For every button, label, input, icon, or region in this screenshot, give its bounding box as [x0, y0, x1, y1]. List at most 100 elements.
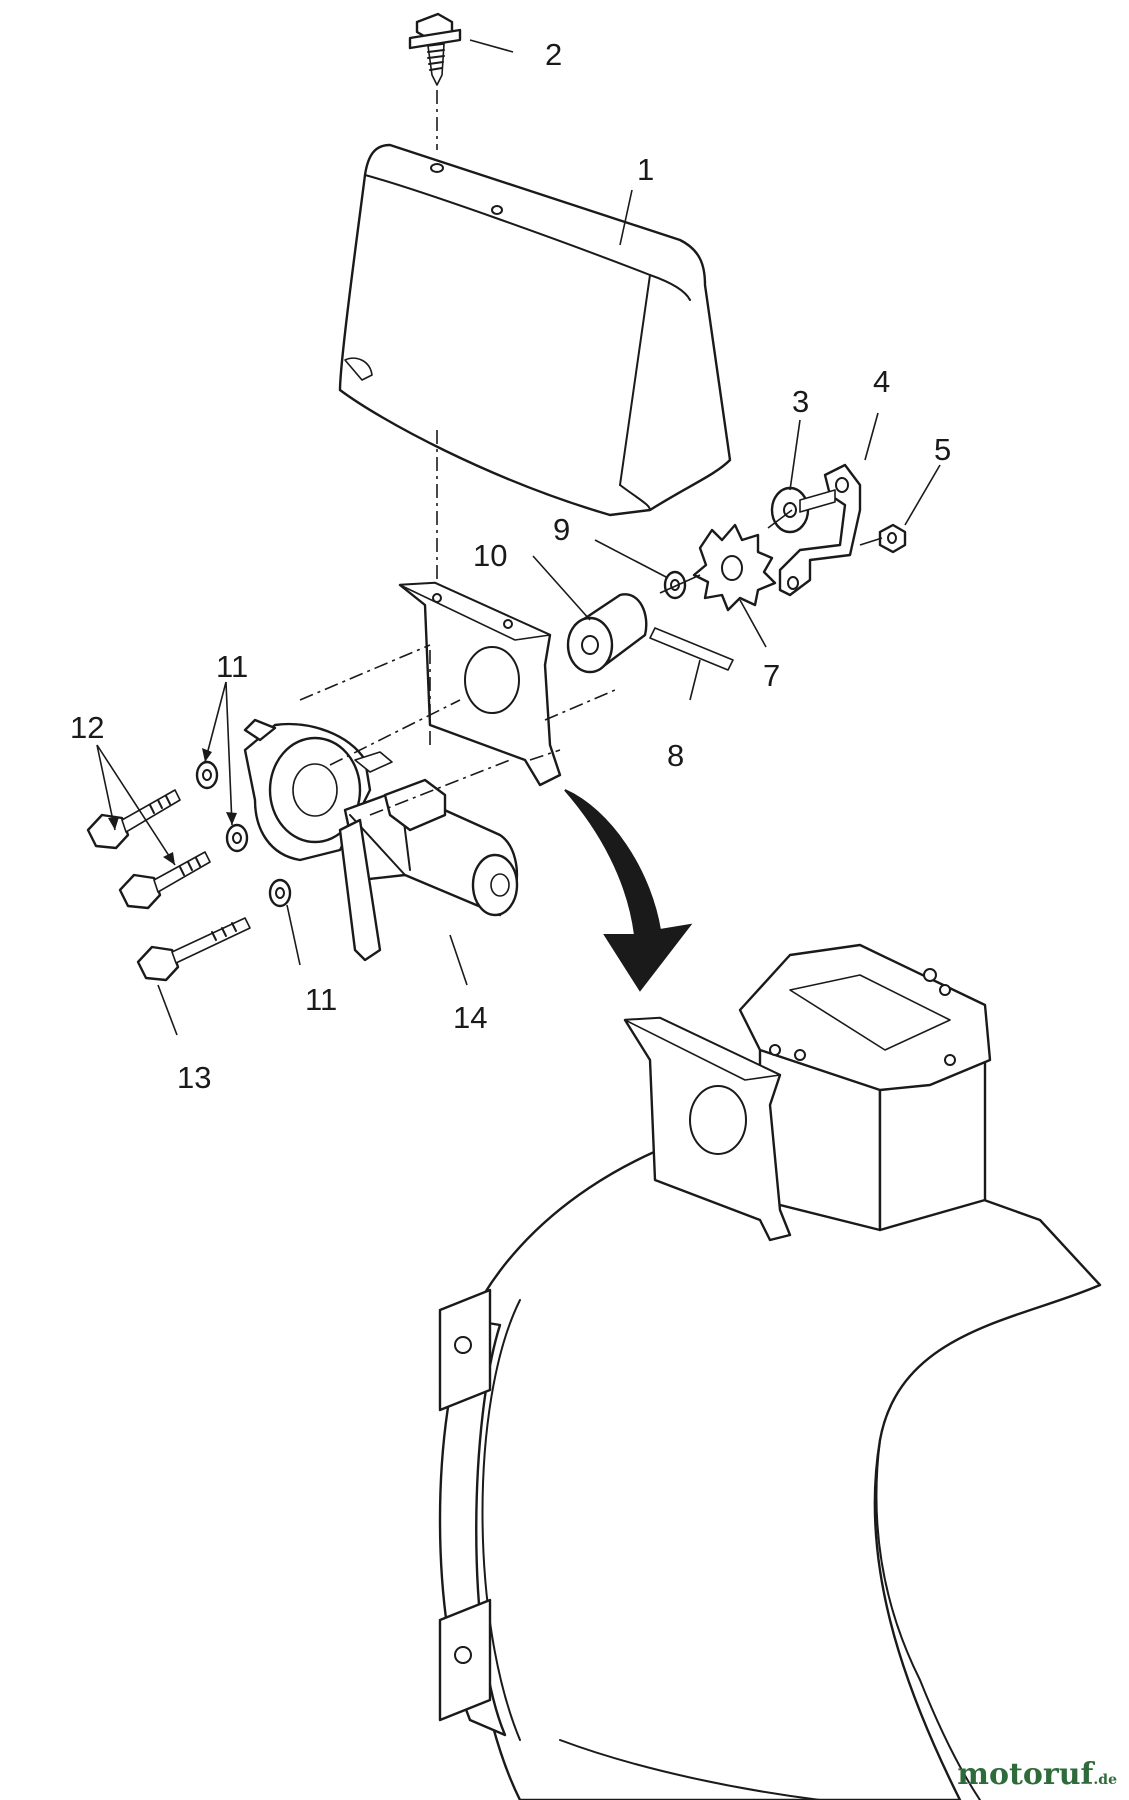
- pin-8: [649, 627, 734, 671]
- screw-threads: [427, 49, 445, 71]
- callout-8: 8: [667, 738, 684, 773]
- gearbox-mount-ear: [243, 718, 277, 742]
- callout-11-a: 11: [216, 649, 248, 684]
- leader-10: [532, 555, 591, 621]
- screw-washer: [408, 28, 462, 50]
- callout-11-b: 11: [305, 982, 337, 1017]
- bolt-12-b-threads: [179, 857, 201, 876]
- axis-line-3: [859, 537, 883, 546]
- cover-screw-hole: [430, 163, 444, 173]
- alignment-line-pin: [544, 689, 616, 721]
- alignment-line-bolt-3: [369, 759, 511, 816]
- drum-side-hole-lower: [454, 1646, 472, 1664]
- drum-lower-seam: [559, 1739, 821, 1800]
- leader-3: [789, 419, 801, 491]
- bracket-arm: [778, 463, 862, 597]
- mount-direction-arrow: [564, 789, 693, 992]
- callout-3: 3: [792, 384, 809, 419]
- callout-13: 13: [177, 1060, 211, 1095]
- spacer-bore: [581, 635, 599, 655]
- leader-9: [594, 539, 669, 579]
- washer-11-b-hole: [232, 832, 242, 844]
- axis-line-2: [767, 509, 793, 529]
- callout-10: 10: [473, 538, 507, 573]
- washer-11-c-hole: [275, 887, 285, 899]
- leader-11-a2-arrowhead: [226, 812, 237, 825]
- bolt-12-a-threads: [149, 795, 171, 814]
- alignment-line-bolt-2: [329, 699, 461, 766]
- motor-connector-tab: [354, 751, 393, 773]
- leader-2: [469, 39, 514, 53]
- spacer: [566, 593, 648, 674]
- leader-4: [864, 412, 879, 461]
- chute-plate-hole-3: [769, 1044, 781, 1056]
- leader-12-a-arrowhead: [108, 817, 119, 830]
- drum-rim-line: [481, 1299, 521, 1741]
- drum-right-curve: [875, 1439, 981, 1800]
- cover-top-edge: [364, 174, 691, 301]
- long-bolt: [136, 917, 251, 982]
- drive-motor: [243, 718, 519, 962]
- leader-11-a2: [225, 681, 233, 826]
- chute-housing: [438, 943, 1102, 1800]
- bracket-arm-hole-lower: [787, 576, 799, 590]
- watermark-suffix: .de: [1093, 1772, 1117, 1788]
- leader-12-b-arrowhead: [163, 852, 175, 865]
- alignment-line-plate: [529, 749, 561, 761]
- callout-labels: 2 1 3 4 5 7 8 9 10 11 11 12 13 14: [70, 37, 951, 1095]
- cover-corner-edge: [619, 484, 651, 511]
- gearbox-hub: [292, 763, 338, 817]
- motor-mount-flange: [338, 818, 382, 962]
- leader-7: [739, 599, 767, 648]
- leader-13: [157, 984, 178, 1036]
- watermark-logo: motoruf.de: [957, 1757, 1117, 1792]
- chute-plate-hole-1: [923, 968, 937, 982]
- bolt-13-threads: [211, 922, 237, 941]
- bracket-arm-hole: [835, 477, 849, 493]
- bolt-12-b-head-icon: [118, 873, 162, 910]
- drive-gear: [692, 523, 777, 612]
- motor-cover: [338, 143, 732, 517]
- callout-1: 1: [637, 152, 654, 187]
- motor-endcap-boss: [490, 873, 510, 897]
- leader-11-a1-arrowhead: [202, 748, 212, 762]
- gear-hub: [721, 555, 743, 581]
- cover-front-edge: [619, 274, 651, 486]
- callout-2: 2: [545, 37, 562, 72]
- housing-bracket-flange: [624, 1017, 781, 1081]
- leader-lines: [96, 39, 941, 1036]
- bolt-13-shank: [171, 917, 251, 964]
- bolt-13-head-icon: [136, 945, 180, 982]
- chute-plate-hole-2: [939, 984, 951, 996]
- leader-11-a1: [204, 681, 227, 763]
- chute-plate-hole-4: [794, 1049, 806, 1061]
- cover-top-hole: [491, 205, 503, 215]
- leader-12-a: [96, 744, 116, 831]
- callout-9: 9: [553, 512, 570, 547]
- bracket-shaft: [799, 489, 836, 513]
- curved-arrow-icon: [564, 789, 693, 992]
- axis-line-1: [659, 574, 701, 594]
- shaft-bracket: [778, 463, 862, 597]
- top-screw: [408, 12, 462, 86]
- bracket-small-hole-2: [503, 619, 513, 629]
- motor-bracket-plate: [398, 581, 562, 787]
- nut-5-hole: [887, 532, 897, 544]
- callout-14: 14: [453, 1000, 487, 1035]
- motor-connector: [383, 778, 447, 832]
- callout-7: 7: [763, 658, 780, 693]
- chute-plate-hole-5: [944, 1054, 956, 1066]
- leader-12-b: [96, 744, 176, 866]
- drum-side-hole: [454, 1336, 472, 1354]
- callout-12: 12: [70, 710, 104, 745]
- washer-11-a-hole: [202, 769, 212, 781]
- leader-1: [619, 189, 633, 246]
- short-bolts: [86, 789, 211, 910]
- lock-washers: [195, 760, 292, 908]
- cover-body: [338, 143, 732, 517]
- leader-14: [449, 934, 468, 986]
- bracket-hole: [464, 646, 520, 714]
- watermark-text: motoruf: [957, 1757, 1094, 1792]
